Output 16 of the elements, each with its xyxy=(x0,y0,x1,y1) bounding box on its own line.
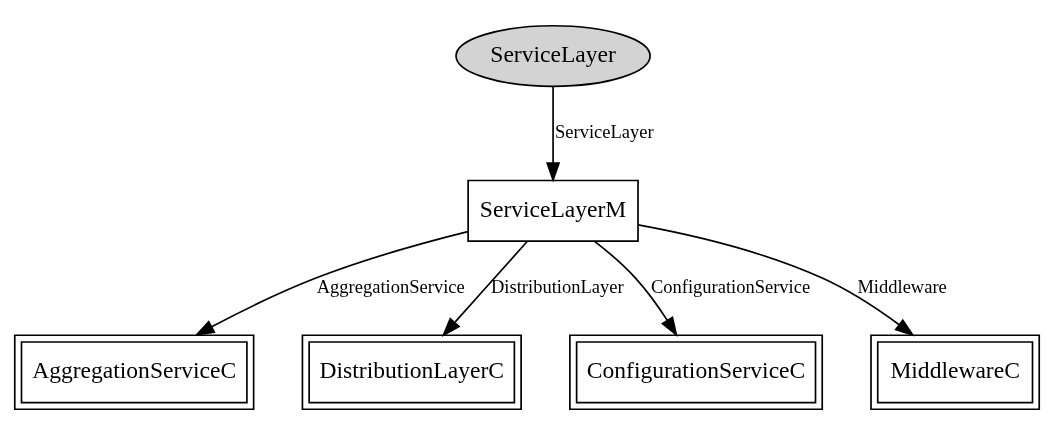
node-box: DistributionLayerC xyxy=(301,334,522,411)
edge-label: ServiceLayer xyxy=(555,122,654,143)
node-box: AggregationServiceC xyxy=(13,334,255,411)
edge-label: Middleware xyxy=(857,276,947,297)
arrow xyxy=(546,86,561,183)
edge-label: AggregationService xyxy=(316,276,465,297)
node-ellipse: ServiceLayer xyxy=(455,24,651,88)
edge-label: ConfigurationService xyxy=(650,276,811,297)
arrow xyxy=(593,240,678,337)
node-box: MiddlewareC xyxy=(870,334,1041,411)
node-box: ServiceLayerM xyxy=(467,179,639,242)
edge-label: DistributionLayer xyxy=(491,276,624,297)
arrow xyxy=(194,230,469,337)
node-box: ConfigurationServiceC xyxy=(569,334,824,411)
arrow xyxy=(441,240,528,337)
arrow xyxy=(637,224,915,337)
